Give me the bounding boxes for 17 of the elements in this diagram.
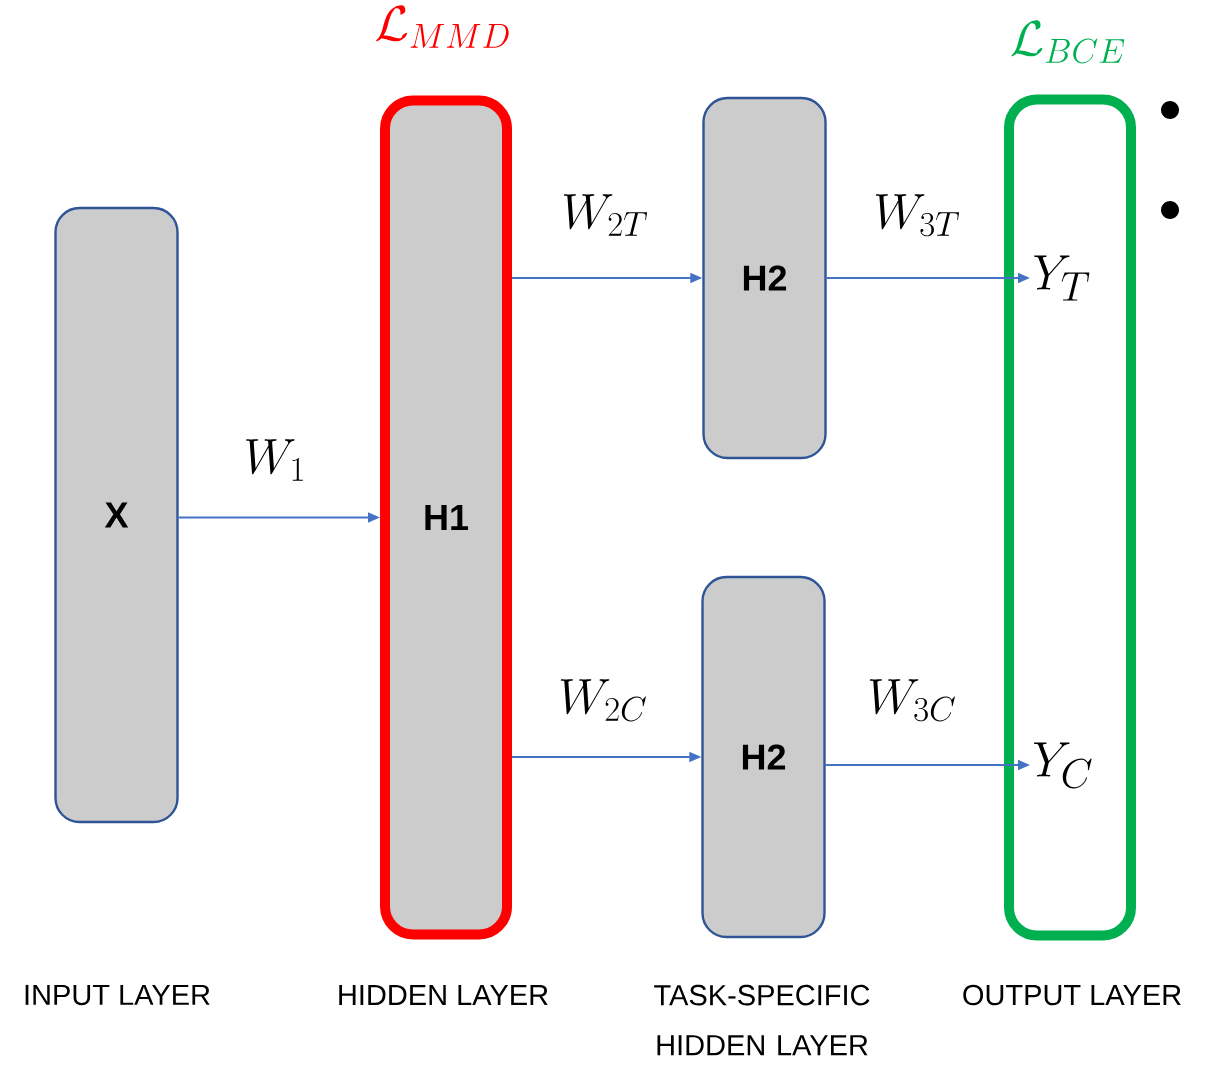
layer-caption: TASK-SPECIFIC HIDDEN LAYER xyxy=(654,984,870,1056)
edge-label: $W_{2T}$ xyxy=(559,192,651,238)
layer-caption: OUTPUT LAYER xyxy=(963,984,1181,1006)
layer-box: H2 xyxy=(701,575,826,939)
layer-box: X xyxy=(54,206,179,824)
layer-caption: HIDDEN LAYER xyxy=(339,985,548,1005)
loss-label: $\mathcal{L}_{MMD}$ xyxy=(376,5,509,48)
layer-box: H2 xyxy=(702,96,827,460)
edge-label: $W_{3C}$ xyxy=(865,677,959,723)
output-label: $Y_C$ xyxy=(1034,742,1092,789)
layer-caption: INPUT LAYER xyxy=(25,984,210,1006)
edge-label: $W_{3T}$ xyxy=(871,192,963,238)
edge-label: $W_1$ xyxy=(241,437,309,483)
output-label: $Y_T$ xyxy=(1034,255,1090,301)
edge-label: $W_{2C}$ xyxy=(556,677,650,723)
layer-box: H1 xyxy=(380,95,512,940)
loss-label: $\mathcal{L}_{BCE}$ xyxy=(1011,20,1125,64)
